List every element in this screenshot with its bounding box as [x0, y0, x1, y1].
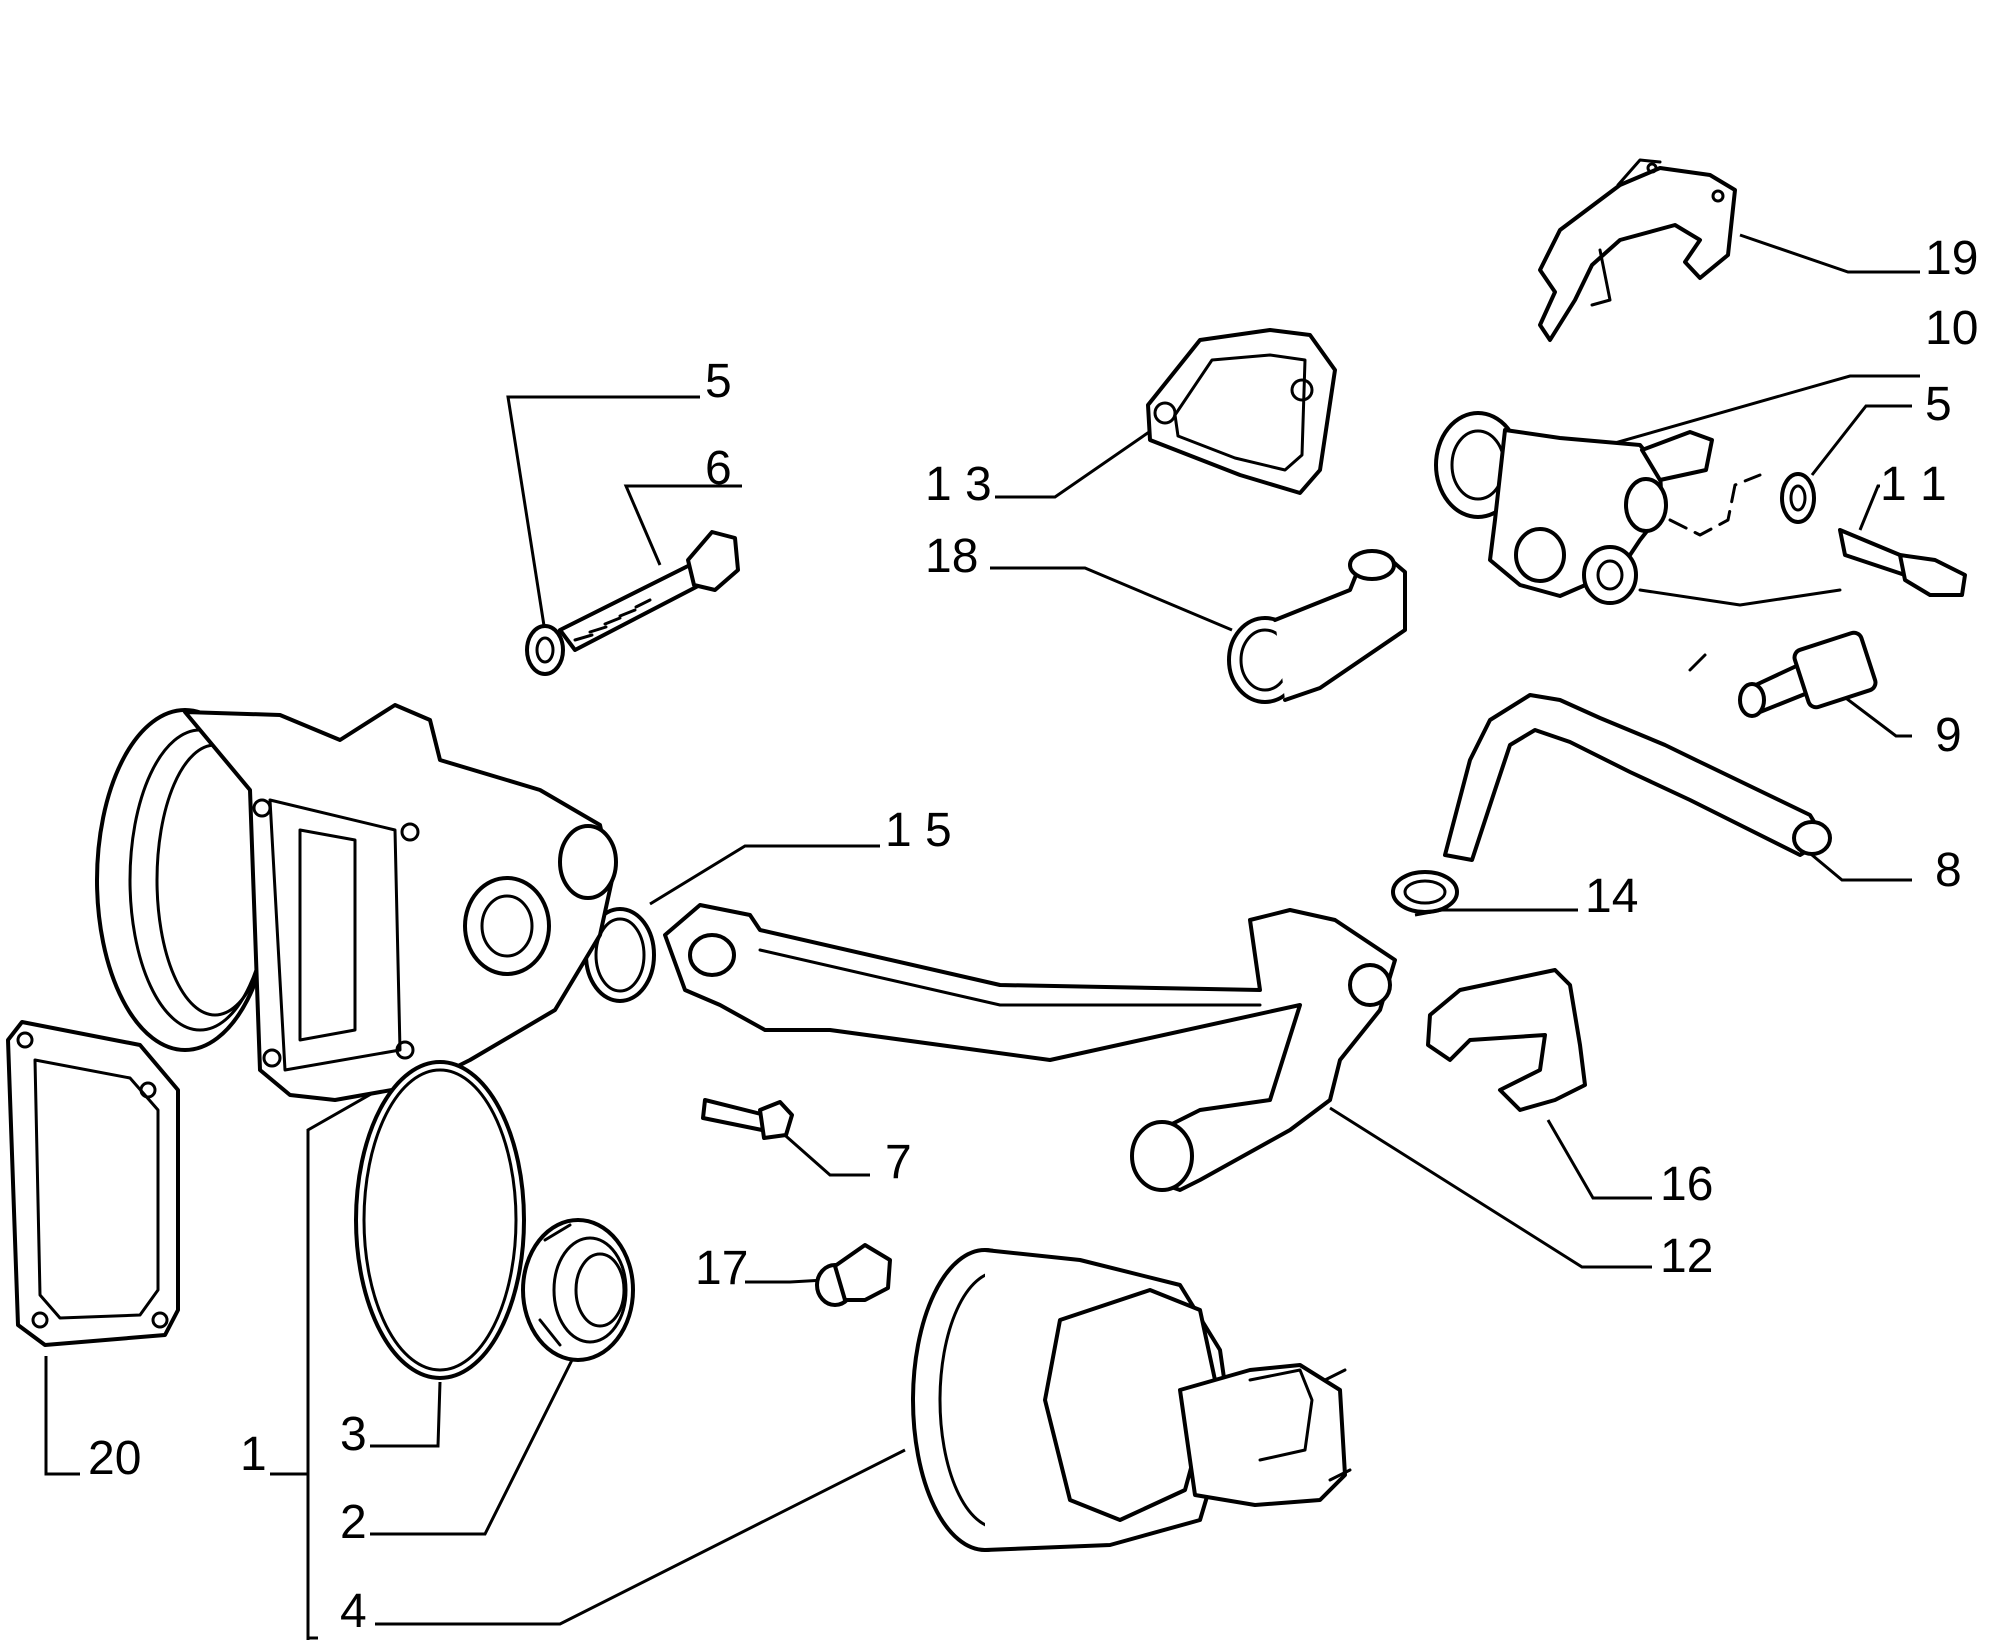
dashed-guide-2 — [1638, 588, 1842, 607]
leader-8 — [1799, 843, 1912, 882]
callout-10: 10 — [1925, 302, 1978, 355]
callout-4: 4 — [340, 1585, 367, 1638]
elbow-pipe-part — [1227, 549, 1407, 704]
leader-1 — [270, 1080, 393, 1476]
leader-4 — [375, 1448, 906, 1626]
dashed-guide-3 — [1688, 653, 1707, 672]
leader-5a — [506, 395, 700, 633]
callout-labels: 5 6 1 3 18 19 10 5 1 1 9 8 1 5 14 7 16 1… — [88, 232, 1978, 1638]
leader-13 — [995, 428, 1153, 499]
callout-19: 19 — [1925, 232, 1978, 285]
callout-15: 1 5 — [885, 804, 952, 857]
leader-16 — [1546, 1119, 1652, 1200]
parts — [6, 158, 1967, 1552]
leader-lines — [44, 233, 1920, 1640]
leader-5b — [1810, 404, 1912, 476]
callout-7: 7 — [885, 1136, 912, 1189]
callout-12: 12 — [1660, 1230, 1713, 1283]
temperature-sensor-part — [1738, 630, 1878, 718]
callout-9: 9 — [1935, 709, 1962, 762]
leader-3 — [370, 1381, 442, 1448]
pipe-bracket-part — [1426, 968, 1587, 1112]
callout-14: 14 — [1585, 870, 1638, 923]
pump-gasket-part — [6, 1020, 180, 1347]
bolt-part — [558, 530, 740, 652]
leader-20 — [44, 1356, 80, 1476]
callout-5-upper-left: 5 — [705, 355, 732, 408]
callout-16: 16 — [1660, 1158, 1713, 1211]
leader-10 — [1554, 374, 1920, 462]
callout-13: 1 3 — [925, 458, 992, 511]
hose-part — [1443, 693, 1832, 862]
callout-20: 20 — [88, 1432, 141, 1485]
leader-18 — [990, 566, 1233, 632]
leader-7 — [769, 1120, 870, 1177]
callout-2: 2 — [340, 1496, 367, 1549]
thermostat-housing-part — [1434, 411, 1714, 605]
callout-3: 3 — [340, 1408, 367, 1461]
callout-6: 6 — [705, 442, 732, 495]
washer-part-right — [1780, 472, 1816, 524]
leader-17 — [745, 1278, 826, 1284]
water-pump-part — [95, 703, 618, 1102]
hose-clip-part — [1391, 870, 1459, 914]
washer-part-left — [525, 624, 565, 676]
leader-19 — [1739, 233, 1920, 274]
callout-1: 1 — [240, 1428, 267, 1481]
leader-12 — [1329, 1106, 1652, 1269]
small-bolt-part — [701, 1098, 794, 1140]
callout-8: 8 — [1935, 844, 1962, 897]
leader-2 — [370, 1359, 574, 1536]
callout-18: 18 — [925, 530, 978, 583]
callout-11: 1 1 — [1880, 458, 1947, 511]
bleed-screw-part — [1838, 528, 1967, 597]
leader-6 — [623, 484, 742, 566]
pump-shaft-assembly-part — [911, 1248, 1352, 1552]
shaft-seal-part — [521, 1218, 635, 1362]
dashed-guide — [1668, 473, 1762, 537]
bracket-part — [1538, 158, 1737, 342]
thermostat-gasket-part — [1146, 328, 1337, 495]
leader-11 — [1858, 484, 1880, 531]
callout-5-upper-right: 5 — [1925, 378, 1952, 431]
coolant-pipe-part — [663, 903, 1397, 1192]
leader-15 — [649, 844, 880, 906]
o-ring-part — [584, 907, 656, 1003]
pump-o-ring-part — [354, 1060, 526, 1380]
plug-part — [815, 1243, 892, 1307]
callout-17: 17 — [695, 1242, 748, 1295]
